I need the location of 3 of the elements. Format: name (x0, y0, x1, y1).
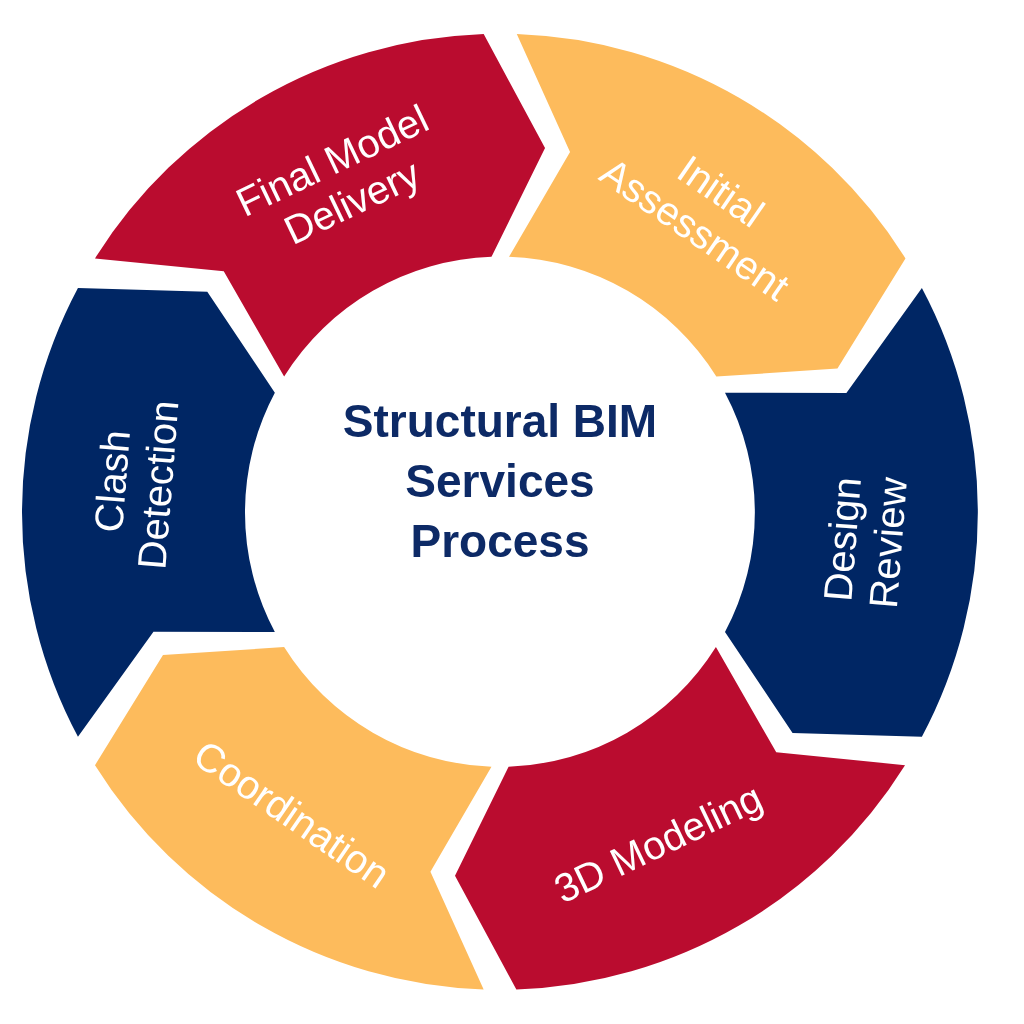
diagram-title: Structural BIM Services Process (341, 394, 659, 569)
step-label: Clash Detection (84, 398, 188, 573)
step-label: Design Review (814, 474, 917, 612)
